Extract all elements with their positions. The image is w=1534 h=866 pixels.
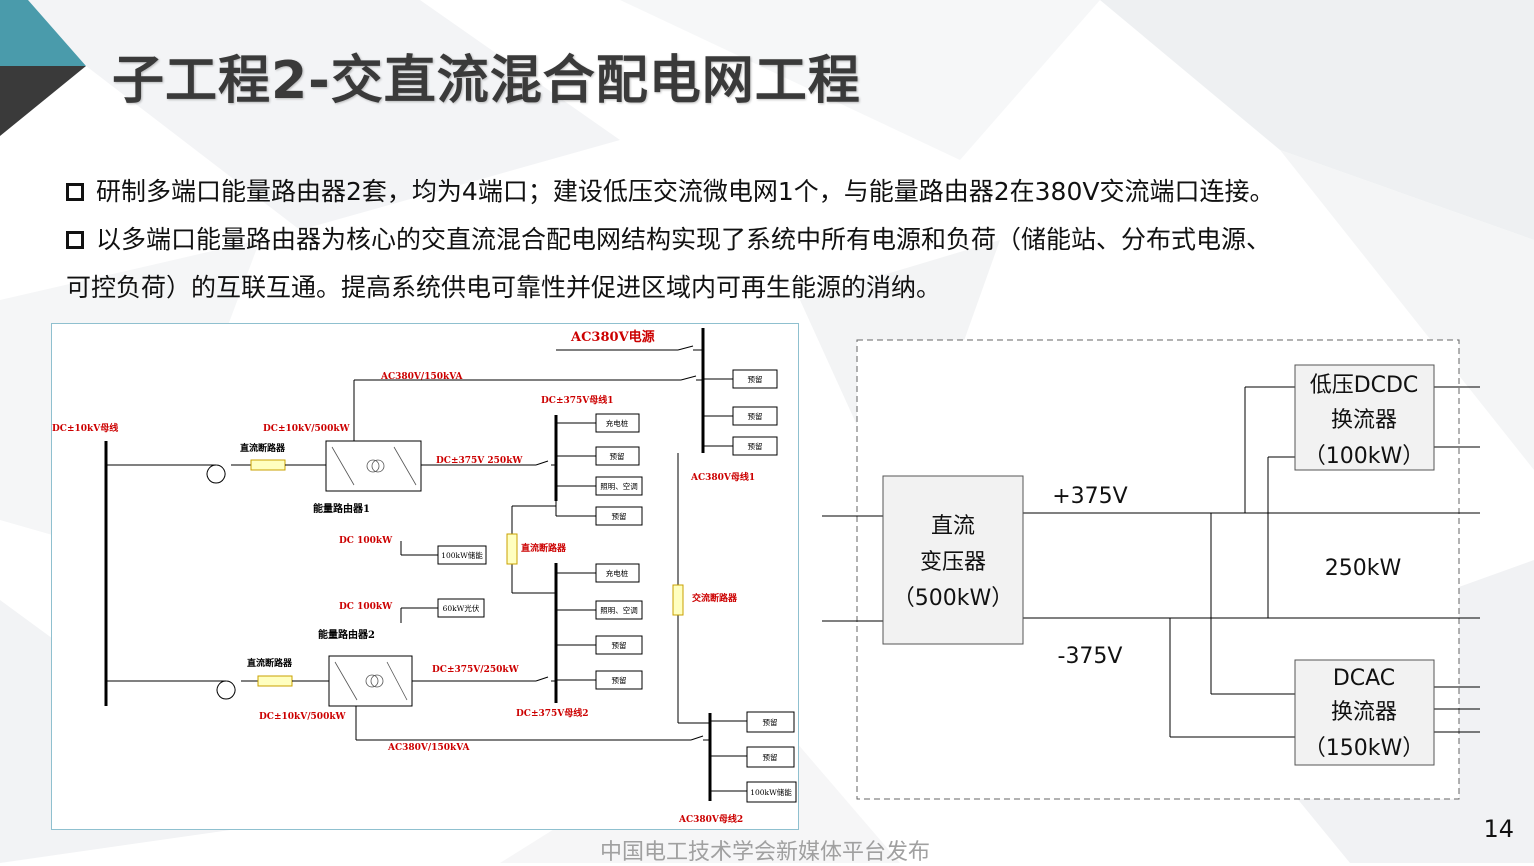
dc-feed-bottom-label: DC±10kV/500kW (259, 712, 347, 722)
bullet-item: 研制多端口能量路由器2套，均为4端口；建设低压交流微电网1个，与能量路由器2在3… (66, 168, 1486, 216)
load-reserve: 预留 (763, 717, 778, 727)
transformer-label-line2: 变压器 (920, 550, 986, 575)
bullet-item: 以多端口能量路由器为核心的交直流混合配电网结构实现了系统中所有电源和负荷（储能站… (66, 216, 1486, 264)
load-reserve: 预留 (748, 411, 763, 421)
dc-bus-label: DC±10kV母线 (52, 422, 118, 434)
dcdc-label-line2: 换流器 (1331, 408, 1397, 433)
load-charging: 充电桩 (606, 568, 629, 578)
load-charging: 充电桩 (606, 418, 629, 428)
dc100-top-label: DC 100kW (339, 536, 393, 546)
breaker-top-label: 直流断路器 (240, 442, 286, 454)
mid-breaker-label: 直流断路器 (521, 542, 567, 554)
footer-credit: 中国电工技术学会新媒体平台发布 (600, 840, 931, 865)
ac-source-label: AC380V电源 (570, 329, 655, 345)
load-storage-ac: 100kW储能 (750, 787, 792, 797)
breaker-bottom-label: 直流断路器 (247, 657, 293, 669)
storage-box: 100kW储能 (441, 550, 483, 560)
bullet-continuation: 可控负荷）的互联互通。提高系统供电可靠性并促进区域内可再生能源的消纳。 (66, 264, 1486, 312)
ac-line-top-label: AC380V/150kVA (380, 372, 464, 382)
load-reserve: 预留 (612, 511, 627, 521)
bullet-text: 研制多端口能量路由器2套，均为4端口；建设低压交流微电网1个，与能量路由器2在3… (96, 177, 1275, 206)
transformer-label-line3: （500kW） (893, 586, 1014, 611)
dcac-label-line2: 换流器 (1331, 700, 1397, 725)
load-reserve: 预留 (763, 752, 778, 762)
router2-symbol (334, 661, 408, 701)
converter-block-diagram: 直流 变压器 （500kW） 低压DCDC 换流器 （100kW） DCAC 换… (822, 339, 1480, 800)
dcdc-label-line3: （100kW） (1304, 444, 1425, 469)
dc375-bottom-label: DC±375V/250kW (432, 665, 520, 675)
load-reserve: 预留 (748, 441, 763, 451)
ac-breaker-label: 交流断路器 (692, 592, 738, 604)
load-reserve: 预留 (612, 675, 627, 685)
pv-box: 60kW光伏 (443, 603, 480, 613)
microgrid-single-line-diagram: 充电桩 预留 照明、空调 预留 充电桩 照明、空调 预留 预留 预留 预留 预留… (51, 323, 799, 830)
bus375-1-label: DC±375V母线1 (541, 394, 614, 406)
load-reserve: 预留 (612, 640, 627, 650)
load-lighting: 照明、空调 (600, 605, 638, 615)
load-reserve: 预留 (610, 451, 625, 461)
bullet-text: 可控负荷）的互联互通。提高系统供电可靠性并促进区域内可再生能源的消纳。 (66, 273, 942, 302)
plus-voltage-label: +375V (1052, 484, 1127, 509)
checkbox-bullet-icon (66, 231, 84, 249)
acbus2-label: AC380V母线2 (678, 813, 743, 825)
bullet-list: 研制多端口能量路由器2套，均为4端口；建设低压交流微电网1个，与能量路由器2在3… (66, 168, 1486, 312)
dc100-bottom-label: DC 100kW (339, 602, 393, 612)
dcac-label-line3: （150kW） (1304, 736, 1425, 761)
dcdc-label-line1: 低压DCDC (1310, 373, 1419, 398)
router1-symbol (331, 446, 417, 486)
ac-line-bottom-label: AC380V/150kVA (387, 743, 471, 753)
minus-voltage-label: -375V (1058, 644, 1123, 669)
checkbox-bullet-icon (66, 183, 84, 201)
mid-power-label: 250kW (1325, 556, 1402, 581)
bullet-text: 以多端口能量路由器为核心的交直流混合配电网结构实现了系统中所有电源和负荷（储能站… (96, 225, 1272, 254)
slide-title: 子工程2-交直流混合配电网工程 (112, 51, 861, 111)
acbus1-label: AC380V母线1 (690, 471, 755, 483)
bus375-2-label: DC±375V母线2 (516, 707, 589, 719)
router2-label: 能量路由器2 (318, 628, 375, 641)
load-lighting: 照明、空调 (600, 481, 638, 491)
dc375-top-label: DC±375V 250kW (436, 456, 523, 466)
dcac-label-line1: DCAC (1333, 666, 1395, 691)
router1-label: 能量路由器1 (313, 502, 370, 515)
transformer-label-line1: 直流 (931, 514, 975, 539)
page-number: 14 (1483, 815, 1514, 843)
load-reserve: 预留 (748, 374, 763, 384)
dc-feed-top-label: DC±10kV/500kW (263, 424, 351, 434)
title-arrow-icon (0, 0, 86, 136)
